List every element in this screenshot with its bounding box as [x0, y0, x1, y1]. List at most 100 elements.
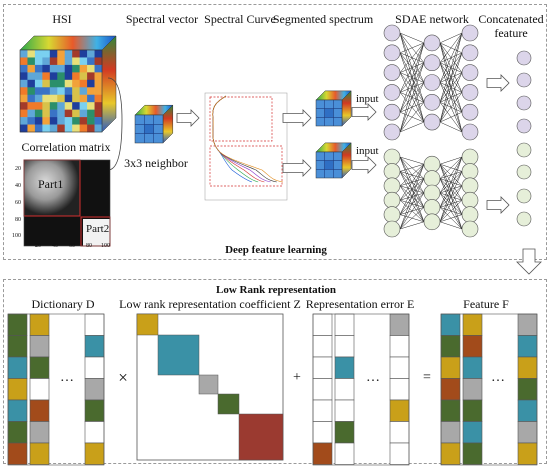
dictionary-ellipsis: … [60, 370, 74, 385]
sdae-network-bottom-edge [399, 164, 425, 215]
hsi-face-pixel [49, 102, 58, 110]
deep-feature-panel [3, 4, 547, 260]
feature-matrix-cell [517, 399, 538, 422]
dictionary-matrix-cell [7, 442, 28, 465]
coefficient-block-5 [238, 413, 284, 461]
error-label: Representation error E [305, 297, 415, 311]
feature-matrix-cell [462, 313, 483, 336]
dictionary-matrix-cell [7, 313, 28, 336]
arrow-network-to-feature-top [486, 74, 510, 92]
hsi-face-pixel [42, 94, 51, 103]
matrix-ytick-20: 20 [15, 166, 21, 172]
low-rank-title: Low Rank representation [216, 284, 336, 296]
hsi-face-pixel [49, 94, 58, 103]
hsi-face-pixel [42, 124, 51, 133]
sdae-network-bottom-node [461, 206, 479, 223]
arrow-segment-to-network-bottom [351, 156, 377, 174]
dictionary-matrix-cell [7, 356, 28, 379]
hsi-cube [19, 35, 117, 133]
dictionary-matrix-cell [84, 421, 105, 444]
matrix-ytick-60: 60 [15, 200, 21, 206]
hsi-face-pixel [57, 72, 66, 81]
sdae-network-top-edge [439, 32, 463, 83]
matrix-part1-block [24, 160, 80, 216]
hsi-face-pixel [79, 72, 88, 81]
sdae-network-bottom-node [383, 177, 401, 195]
hsi-face-pixel [87, 124, 95, 133]
hsi-face-pixel [72, 124, 80, 133]
hsi-face-pixel [57, 124, 66, 133]
sdae-network-bottom-node [423, 170, 441, 187]
feature-node [516, 211, 532, 227]
neighbor-cube-center-pixel [144, 124, 154, 134]
part1-label: Part1 [38, 177, 64, 191]
dictionary-matrix-cell [7, 335, 28, 358]
hsi-face-pixel [94, 79, 103, 88]
sdae-network-top-edge [439, 32, 463, 63]
sdae-network-top-node [461, 64, 479, 81]
feature-node [516, 50, 532, 66]
hsi-face-pixel [20, 117, 28, 125]
sdae-network-top-edge [439, 121, 463, 133]
sdae-network-bottom-edge [399, 164, 425, 230]
feature-matrix-cell [517, 313, 538, 336]
curve-plot-frame [204, 92, 288, 201]
feature-matrix-cell [462, 421, 483, 444]
dictionary-matrix-cell [29, 421, 50, 444]
hsi-face-pixel [94, 50, 103, 58]
hsi-face-pixel [72, 109, 80, 118]
hsi-face-pixel [57, 50, 66, 58]
matrix-ytick-100: 100 [12, 233, 21, 239]
error-matrix-cell [312, 421, 333, 444]
error-ellipsis: … [366, 370, 380, 385]
dictionary-matrix-cell [84, 335, 105, 358]
matrix-xtick-40: 40 [52, 243, 58, 249]
feature-matrix-cell [517, 442, 538, 465]
input-label-top: input [356, 93, 379, 105]
hsi-face-pixel [57, 109, 66, 118]
feature-matrix-cell [462, 378, 483, 401]
matrix-xtick-80: 80 [86, 243, 92, 249]
matrix-xtick-60: 60 [69, 243, 75, 249]
hsi-face-pixel [87, 117, 95, 125]
feature-node [516, 142, 532, 158]
error-matrix-cell [312, 313, 333, 336]
hsi-face-pixel [94, 64, 103, 73]
neighbor-cube [134, 104, 174, 144]
sdae-network-top-edge [439, 32, 463, 44]
dictionary-matrix-cell [29, 335, 50, 358]
feature-matrix [440, 313, 538, 465]
hsi-face-pixel [57, 94, 66, 103]
hsi-face-pixel [42, 117, 51, 125]
dictionary-matrix-cell [84, 313, 105, 336]
hsi-face-pixel [27, 109, 36, 118]
sdae-network-top-edge [439, 72, 463, 123]
hsi-face-pixel [34, 94, 43, 103]
neighbor-label: 3x3 neighbor [124, 156, 188, 170]
sdae-network-top-edge [399, 42, 425, 54]
hsi-face-pixel [57, 64, 66, 73]
hsi-face-pixel [72, 102, 80, 110]
input-label-bottom: input [356, 145, 379, 157]
hsi-face-pixel [34, 64, 43, 73]
error-matrix-cell [312, 335, 333, 358]
feature-node [516, 95, 532, 111]
low-rank-panel [3, 279, 547, 464]
error-matrix-cell [389, 442, 410, 465]
feature-matrix-cell [462, 335, 483, 358]
matrix-xtick-20: 20 [35, 243, 41, 249]
sdae-network-top-node [423, 34, 441, 52]
hsi-face-pixel [34, 79, 43, 88]
coefficient-block-2 [157, 334, 200, 376]
hsi-face-pixel [49, 64, 58, 73]
plus-operator: + [293, 370, 301, 385]
sdae-network-bottom-edge [439, 214, 463, 223]
sdae-network-top-node [383, 123, 401, 141]
concatenated-label-1: Concatenated [478, 12, 544, 26]
error-matrix-cell [334, 399, 355, 422]
matrix-border [23, 159, 111, 247]
segment-cube-top-front [315, 99, 343, 127]
error-matrix-cell [389, 378, 410, 401]
hsi-face-pixel [20, 64, 28, 73]
hsi-face-pixel [79, 87, 88, 96]
